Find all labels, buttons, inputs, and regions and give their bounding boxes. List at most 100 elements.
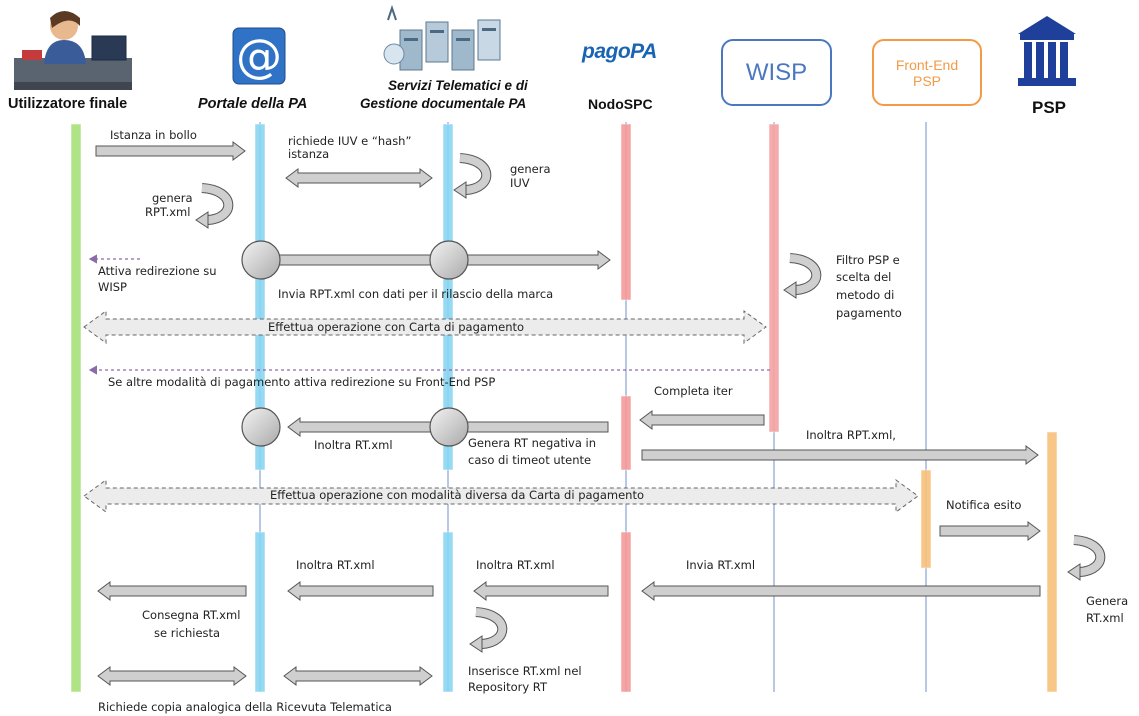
lifelines [259, 122, 927, 692]
curve-genera-rt-head [1067, 563, 1081, 581]
activation-wisp [768, 123, 780, 433]
server-1 [425, 21, 449, 63]
curve-genera-rt [1073, 536, 1105, 576]
activation-nodo-3 [620, 531, 632, 693]
msg-attiva-wisp-line2: WISP [98, 280, 127, 294]
participant-utilizzatore-label: Utilizzatore finale [8, 96, 128, 112]
msg-invia-rpt: Invia RPT.xml con dati per il rilascio d… [278, 287, 554, 301]
msg-filtro-psp-line2: scelta del [836, 270, 892, 284]
arrow-richiede-iuv [285, 168, 433, 188]
pagopa-logo: pagoPA [582, 40, 657, 63]
participant-nodo-label: NodoSPC [588, 96, 653, 112]
activation-nodo-1 [620, 123, 632, 301]
activation-utilizzatore [70, 123, 82, 693]
server-slot-2 [456, 38, 470, 41]
curve-inserisce-rt [475, 608, 507, 648]
participant-portale-label: Portale della PA [198, 96, 308, 112]
server-slot-0 [404, 38, 418, 41]
at-sign-icon: @ [232, 27, 286, 85]
arrow-completa-iter [639, 410, 765, 430]
participant-servizi-label-line2: Gestione documentale PA [360, 96, 527, 111]
curve-genera-iuv [459, 154, 491, 194]
at-tile [232, 27, 286, 85]
arrow-inoltra-rt-1 [287, 581, 434, 601]
curve-genera-iuv-head [453, 181, 467, 199]
msg-inserisce-rt-line1: Inserisce RT.xml nel [468, 664, 582, 678]
curve-filtro-psp-head [783, 281, 797, 299]
curve-filtro-psp [789, 254, 821, 294]
server-2 [451, 29, 475, 71]
activation-servizi-2 [442, 531, 454, 693]
phone [22, 50, 42, 60]
curve-genera-rpt-head [195, 211, 209, 229]
activation-front-end [920, 469, 932, 569]
participant-servizi-label-line1: Servizi Telematici e di [388, 78, 528, 93]
arrow-operazione-carta [83, 310, 767, 344]
bank-base [1018, 78, 1076, 86]
msg-consegna-rt-line2: se richiesta [154, 626, 221, 640]
front-end-psp-box: Front-End PSP [872, 39, 982, 106]
arrow-istanza-bollo [95, 141, 246, 161]
msg-genera-iuv-line1: genera [510, 162, 551, 176]
curve-inserisce-rt-head [469, 635, 483, 653]
at-glyph: @ [236, 29, 282, 83]
msg-richiede-copia: Richiede copia analogica della Ricevuta … [98, 700, 392, 714]
participant-front-end-label-line2: PSP [912, 72, 941, 89]
bank-building-icon [1018, 16, 1076, 86]
arrow-invia-rt [641, 581, 1041, 601]
bank-frieze [1020, 34, 1074, 40]
msg-invia-rt: Invia RT.xml [686, 558, 756, 572]
server-slot-3 [482, 28, 496, 31]
server-3 [477, 19, 501, 61]
msg-operazione-carta: Effettua operazione con Carta di pagamen… [268, 320, 525, 334]
msg-consegna-rt-line1: Consegna RT.xml [142, 608, 241, 622]
msg-inoltra-rt-2: Inoltra RT.xml [476, 558, 555, 572]
bank-column-3 [1060, 42, 1068, 78]
arrow-richiede-copia-1 [97, 666, 247, 686]
wisp-box: WISP [721, 39, 832, 106]
activation-bars [70, 123, 1058, 693]
ball-servizi-1 [429, 240, 469, 280]
bank-roof [1018, 16, 1076, 34]
arrow-notifica-esito [939, 521, 1041, 541]
ball-servizi-2 [429, 407, 469, 447]
curve-genera-rpt [201, 184, 233, 224]
msg-filtro-psp-line1: Filtro PSP e [836, 253, 900, 267]
message-arrows [83, 141, 1106, 686]
servers-network-icon [383, 4, 501, 71]
arrow-inoltra-rpt [641, 445, 1039, 465]
msg-genera-iuv-line2: IUV [510, 176, 530, 190]
participant-psp-label: PSP [1032, 98, 1067, 117]
arrow-richiede-copia-2 [283, 666, 433, 686]
msg-istanza-bollo: Istanza in bollo [110, 128, 197, 142]
msg-genera-rpt-line1: genera [152, 191, 193, 205]
msg-inoltra-rt-portale: Inoltra RT.xml [314, 438, 393, 452]
activation-portale-1 [254, 123, 266, 471]
ball-portale-1 [241, 240, 281, 280]
bank-column-1 [1036, 42, 1044, 78]
wifi-disc [383, 43, 405, 65]
arrow-consegna-rt [97, 581, 247, 601]
antenna [387, 4, 397, 21]
msg-richiede-iuv-line1: richiede IUV e “hash” [288, 134, 412, 148]
user-body [44, 40, 86, 64]
user-at-desk-icon [14, 11, 132, 90]
activation-nodo-2 [620, 395, 632, 471]
msg-attiva-wisp-line1: Attiva redirezione su [98, 264, 217, 278]
msg-filtro-psp-line3: metodo di [836, 288, 895, 302]
participant-icons: @ [14, 4, 1076, 90]
ball-portale-2 [241, 407, 281, 447]
participant-wisp-label: WISP [745, 58, 808, 86]
msg-richiede-iuv-line2: istanza [288, 147, 330, 161]
msg-genera-rt-negativa-line1: Genera RT negativa in [468, 436, 597, 450]
msg-filtro-psp-line4: pagamento [836, 306, 902, 320]
activation-portale-2 [254, 531, 266, 693]
msg-altre-modalita: Se altre modalità di pagamento attiva re… [108, 375, 496, 389]
bank-column-0 [1024, 42, 1032, 78]
desk-edge [14, 82, 132, 90]
msg-genera-rt-negativa-line2: caso di timeot utente [468, 453, 592, 467]
activation-psp [1046, 431, 1058, 693]
msg-genera-rt-line1: Genera [1086, 594, 1129, 608]
